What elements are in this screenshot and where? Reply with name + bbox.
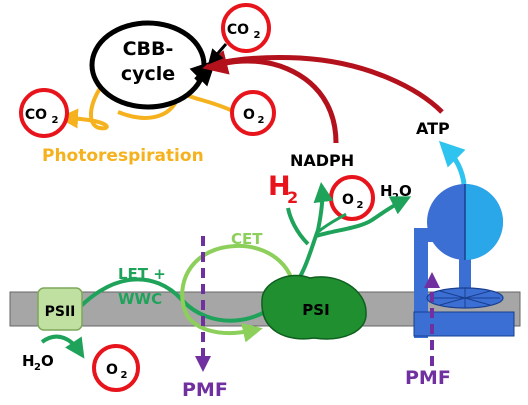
svg-text:2: 2 xyxy=(357,200,364,211)
let-branch-o2-inner xyxy=(317,212,347,234)
svg-text:H: H xyxy=(268,171,291,202)
nadph-to-cbb-arrow xyxy=(202,50,339,144)
svg-text:2: 2 xyxy=(254,30,261,41)
cbb-label-line2: cycle xyxy=(121,63,175,85)
let-label-line2: WWC xyxy=(118,290,162,308)
svg-text:PSII: PSII xyxy=(45,304,76,320)
svg-text:PSI: PSI xyxy=(302,301,329,319)
h2o-top: H 2 O xyxy=(380,182,412,203)
o2-bottom: O 2 xyxy=(92,344,140,392)
cbb-cycle: CBB- cycle xyxy=(89,20,217,110)
atp-to-cbb-arrow xyxy=(213,54,444,114)
svg-text:2: 2 xyxy=(52,115,59,126)
o2-psi: O 2 xyxy=(329,175,375,221)
photorespiration-loop xyxy=(58,76,110,131)
atp-arrow xyxy=(438,140,467,185)
svg-text:2: 2 xyxy=(121,370,128,381)
co2-to-cbb-arrow xyxy=(208,43,228,65)
cbb-label-line1: CBB- xyxy=(123,38,174,60)
o2-cbb: O 2 xyxy=(230,90,276,136)
let-arrow-psii xyxy=(40,334,85,359)
svg-text:O: O xyxy=(106,362,118,378)
let-branch-h2 xyxy=(286,207,310,246)
svg-text:O: O xyxy=(399,182,412,200)
co2-left: CO 2 xyxy=(19,88,69,138)
co2-top: CO 2 xyxy=(221,3,271,53)
h2-label: H 2 xyxy=(268,171,298,207)
svg-text:O: O xyxy=(243,107,255,123)
photorespiration-label: Photorespiration xyxy=(42,146,204,166)
atp-synthase xyxy=(413,184,515,338)
svg-text:2: 2 xyxy=(287,188,298,207)
atp-label: ATP xyxy=(416,119,450,138)
let-branch-o2 xyxy=(315,196,412,238)
svg-text:O: O xyxy=(342,192,354,208)
cet-label: CET xyxy=(231,230,263,248)
cet-loop xyxy=(180,243,296,343)
svg-text:CO: CO xyxy=(227,22,249,38)
svg-text:H: H xyxy=(22,352,35,370)
nadph-label: NADPH xyxy=(290,151,354,170)
svg-text:2: 2 xyxy=(34,362,41,373)
psi: PSI xyxy=(261,274,367,340)
svg-text:H: H xyxy=(380,182,393,200)
svg-text:2: 2 xyxy=(258,115,265,126)
let-label-line1: LET + xyxy=(118,265,166,283)
svg-text:CO: CO xyxy=(25,107,47,123)
pmf-label-left: PMF xyxy=(182,379,228,401)
pmf-label-right: PMF xyxy=(405,367,451,389)
h2o-bottom: H 2 O xyxy=(22,352,54,373)
svg-text:O: O xyxy=(41,352,54,370)
psii: PSII xyxy=(37,287,83,331)
